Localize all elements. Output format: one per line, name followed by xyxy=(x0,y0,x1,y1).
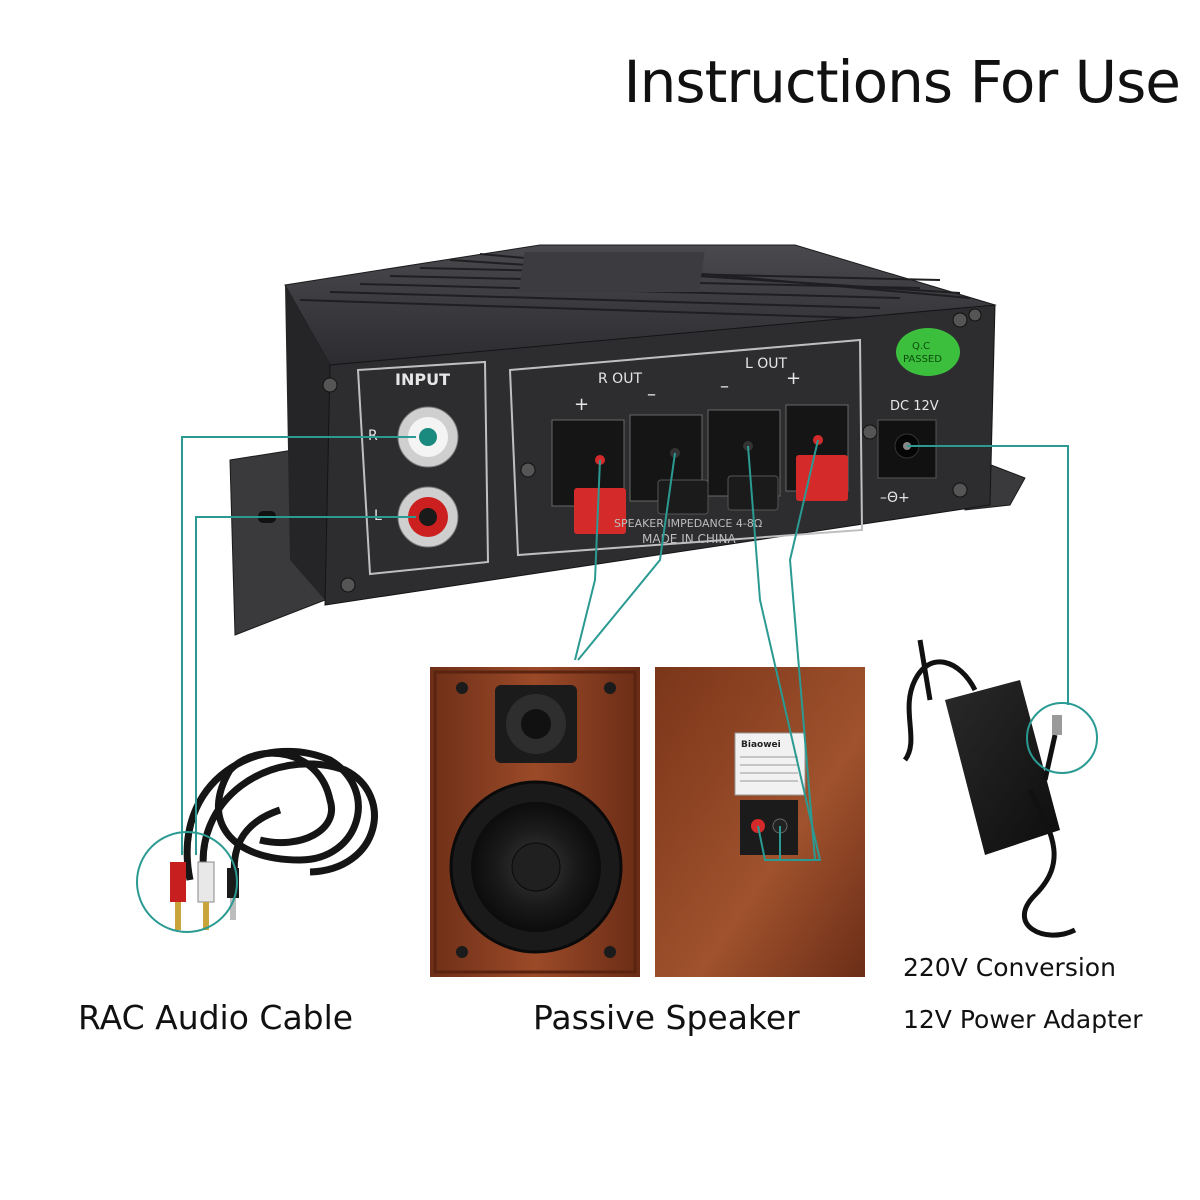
l-out-minus: – xyxy=(720,376,729,397)
caption-passive-speaker: Passive Speaker xyxy=(533,998,800,1037)
passive-speaker-front xyxy=(430,667,640,977)
power-adapter xyxy=(902,639,1077,938)
amplifier: INPUT R L R OUT L OUT + – – + xyxy=(229,244,1026,636)
amp-side-panel xyxy=(285,285,330,600)
caption-adapter-line1: 220V Conversion xyxy=(903,953,1116,982)
input-frame xyxy=(356,360,490,576)
rca-plugs xyxy=(170,861,239,930)
l-out-plus: + xyxy=(786,368,801,389)
r-out-label: R OUT xyxy=(598,371,642,387)
made-in-label: MADE IN CHINA xyxy=(642,532,736,546)
impedance-label: SPEAKER IMPEDANCE 4-8Ω xyxy=(614,517,762,530)
r-out-minus: – xyxy=(647,384,656,405)
speaker-brand: Biaowei xyxy=(741,740,781,750)
speaker-output-frame xyxy=(508,338,864,557)
connector-lines xyxy=(181,436,1069,861)
caption-rac-audio-cable: RAC Audio Cable xyxy=(78,998,354,1037)
dc-label: DC 12V xyxy=(890,399,939,414)
r-out-plus: + xyxy=(574,394,589,415)
woofer xyxy=(449,780,623,954)
passive-speaker-back: Biaowei xyxy=(655,667,865,977)
tweeter xyxy=(495,685,577,763)
rca-audio-cable xyxy=(183,747,378,881)
l-out-label: L OUT xyxy=(745,356,788,372)
dc-jack[interactable] xyxy=(877,419,937,479)
terminal-lever-red-l[interactable] xyxy=(796,455,848,501)
amp-screws xyxy=(322,308,982,593)
terminal-lever-black-r[interactable] xyxy=(657,479,709,515)
rca-jack-r[interactable] xyxy=(397,406,459,468)
adapter-highlight-circle xyxy=(1026,702,1098,774)
caption-adapter-line2: 12V Power Adapter xyxy=(903,1005,1143,1034)
input-label: INPUT xyxy=(395,370,450,389)
polarity-label: –Θ+ xyxy=(880,490,910,506)
cable-highlight-circle xyxy=(136,831,238,933)
rca-jack-l[interactable] xyxy=(397,486,459,548)
amp-top-label-plate xyxy=(518,252,705,292)
svg-text:Q.C: Q.C xyxy=(912,341,930,352)
terminal-lever-red-r[interactable] xyxy=(574,488,626,534)
page-title: Instructions For Use xyxy=(623,48,1182,116)
svg-text:PASSED: PASSED xyxy=(903,354,942,365)
qc-passed-sticker: Q.C PASSED xyxy=(896,328,960,376)
speaker-binding-terminals[interactable] xyxy=(740,800,798,855)
